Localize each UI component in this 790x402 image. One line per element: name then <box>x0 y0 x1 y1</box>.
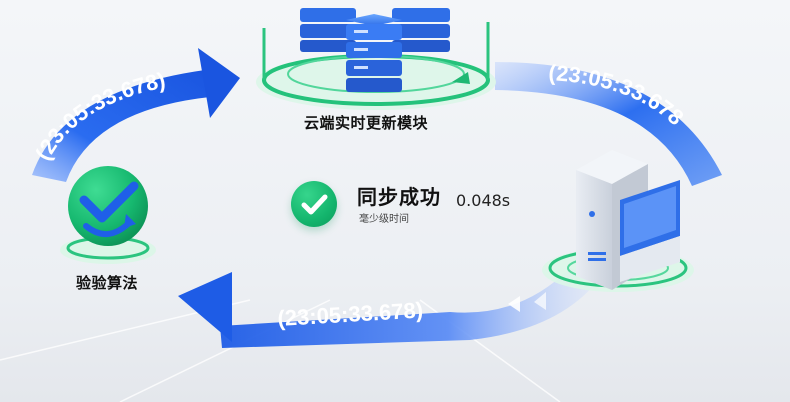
algorithm-module <box>60 166 156 264</box>
server-tower-icon <box>576 150 680 290</box>
sync-status: 同步成功 0.048s 毫少级时间 <box>291 177 531 231</box>
timestamp-top-left: (23:05:33.678) <box>30 67 167 164</box>
arrow-band-bottom <box>178 268 600 348</box>
algorithm-module-label: 验验算法 <box>76 274 139 292</box>
cloud-module <box>256 8 496 110</box>
check-circle-icon <box>291 181 337 227</box>
status-subtitle: 毫少级时间 <box>359 214 409 225</box>
server-module <box>542 150 694 292</box>
cloud-module-label: 云端实时更新模块 <box>304 114 429 132</box>
checkmark-refresh-icon <box>68 166 148 246</box>
arrow-band-top-left <box>32 48 240 182</box>
status-title: 同步成功 <box>357 185 441 209</box>
arrow-band-top-right <box>495 62 722 186</box>
status-time: 0.048s <box>456 191 511 210</box>
server-stack-icon <box>300 8 450 92</box>
